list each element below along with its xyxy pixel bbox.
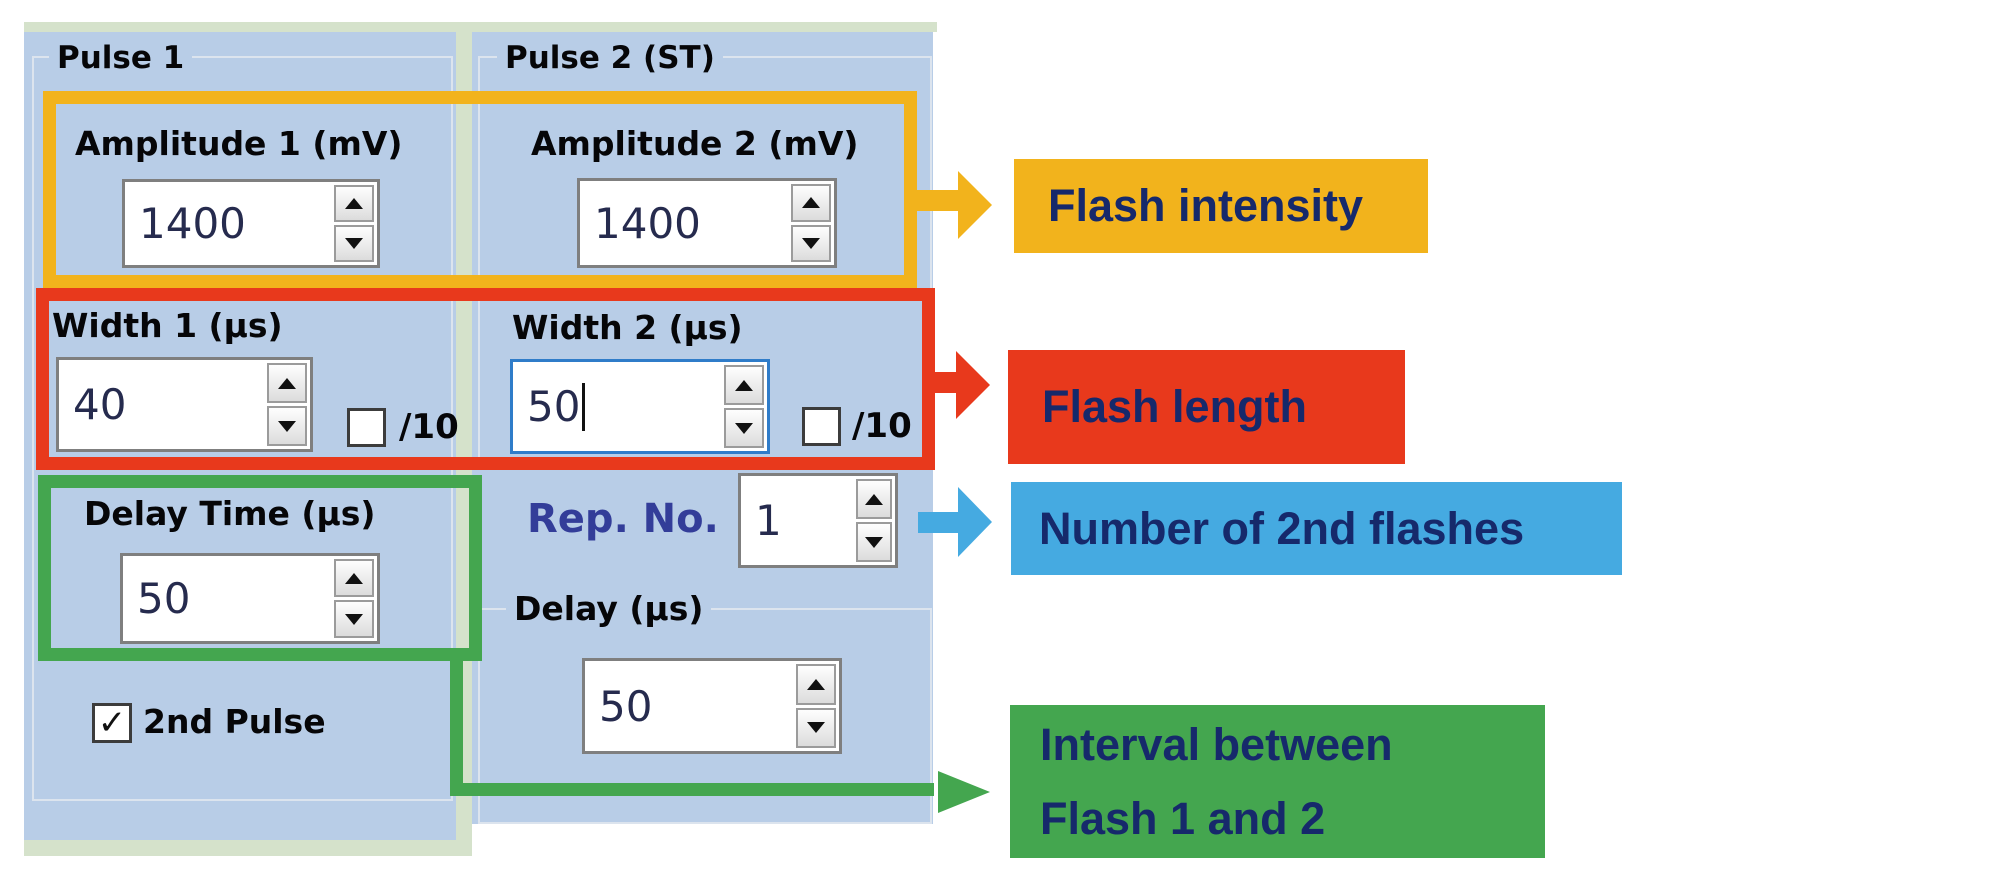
flash-length-arrowhead-icon — [956, 351, 990, 419]
width1-label: Width 1 (µs) — [52, 306, 283, 345]
spin-down-button[interactable] — [267, 406, 307, 446]
delay2-value[interactable]: 50 — [599, 681, 653, 731]
interval-connector-vertical — [450, 655, 463, 795]
div10-checkbox-pulse1[interactable] — [347, 408, 386, 447]
up-arrow-icon — [735, 379, 753, 391]
amplitude1-spinbox[interactable]: 1400 — [122, 179, 380, 268]
second-pulse-checkbox[interactable]: ✓ — [92, 703, 132, 743]
spin-up-button[interactable] — [334, 185, 374, 222]
pulse2-group-label: Pulse 2 (ST) — [497, 40, 723, 76]
width1-value[interactable]: 40 — [73, 380, 127, 429]
rep-no-spinner — [853, 476, 895, 565]
flash-intensity-arrowhead-icon — [958, 171, 992, 239]
rep-no-value[interactable]: 1 — [755, 496, 782, 545]
interval-text-line1: Interval between — [1040, 718, 1393, 770]
amplitude1-label: Amplitude 1 (mV) — [75, 124, 403, 163]
div10-label-pulse2: /10 — [852, 406, 912, 446]
delay-time-label: Delay Time (µs) — [84, 494, 376, 533]
delay2-spinner — [793, 661, 839, 751]
spin-up-button[interactable] — [267, 363, 307, 403]
width2-spinner — [721, 362, 767, 451]
width2-value[interactable]: 50 — [513, 362, 721, 451]
spin-up-button[interactable] — [334, 559, 374, 597]
pulse1-group-label: Pulse 1 — [49, 40, 193, 76]
flash-intensity-label: Flash intensity — [1014, 159, 1428, 253]
delay-time-spinner — [331, 556, 377, 641]
spin-down-button[interactable] — [796, 707, 836, 748]
down-arrow-icon — [345, 613, 363, 625]
up-arrow-icon — [345, 572, 363, 584]
pulse1-groupbox — [32, 56, 453, 801]
up-arrow-icon — [278, 377, 296, 389]
down-arrow-icon — [345, 238, 363, 249]
flash-length-label: Flash length — [1008, 350, 1405, 464]
width2-spinbox[interactable]: 50 — [510, 359, 770, 454]
flash-intensity-text: Flash intensity — [1048, 180, 1364, 231]
interval-text-line2: Flash 1 and 2 — [1040, 792, 1326, 844]
flash-length-arrow-stub — [933, 372, 960, 393]
flash-intensity-highlight-box — [43, 91, 917, 288]
spin-up-button[interactable] — [796, 664, 836, 705]
flash-length-text: Flash length — [1042, 381, 1308, 432]
number-of-2nd-flashes-text: Number of 2nd flashes — [1039, 502, 1525, 554]
div10-checkbox-pulse2[interactable] — [802, 407, 841, 446]
rep-no-arrow-stub — [918, 512, 962, 533]
amplitude2-value[interactable]: 1400 — [594, 198, 701, 248]
amplitude2-spinner — [788, 181, 834, 265]
div10-label-pulse1: /10 — [399, 407, 459, 447]
up-arrow-icon — [802, 197, 820, 209]
rep-no-label: Rep. No. — [527, 496, 719, 542]
down-arrow-icon — [735, 422, 753, 434]
spin-down-button[interactable] — [856, 522, 892, 562]
amplitude2-label: Amplitude 2 (mV) — [531, 124, 859, 163]
interval-arrowhead-icon — [938, 771, 990, 813]
down-arrow-icon — [865, 536, 883, 548]
interval-connector-horizontal — [450, 783, 934, 796]
delay-time-value[interactable]: 50 — [137, 574, 191, 623]
delay-group-label: Delay (µs) — [506, 589, 712, 628]
delay-time-spinbox[interactable]: 50 — [120, 553, 380, 644]
width1-spinner — [264, 360, 310, 449]
rep-no-spinbox[interactable]: 1 — [738, 473, 898, 568]
panel-backdrop-divider — [456, 22, 472, 840]
checkmark-icon: ✓ — [97, 703, 127, 743]
second-pulse-label: 2nd Pulse — [143, 702, 326, 741]
flash-intensity-arrow-stub — [916, 190, 960, 211]
width2-label: Width 2 (µs) — [512, 308, 743, 347]
amplitude1-value[interactable]: 1400 — [139, 199, 246, 248]
panel-backdrop-top — [24, 22, 937, 32]
spin-up-button[interactable] — [724, 365, 764, 405]
width1-spinbox[interactable]: 40 — [56, 357, 313, 452]
delay-time-highlight-box — [38, 475, 482, 661]
spin-down-button[interactable] — [724, 408, 764, 448]
down-arrow-icon — [278, 420, 296, 432]
amplitude2-spinbox[interactable]: 1400 — [577, 178, 837, 268]
spin-down-button[interactable] — [334, 225, 374, 262]
up-arrow-icon — [865, 493, 883, 505]
spin-down-button[interactable] — [791, 224, 831, 262]
up-arrow-icon — [345, 198, 363, 209]
spin-up-button[interactable] — [791, 184, 831, 222]
text-cursor — [582, 382, 586, 431]
spin-up-button[interactable] — [856, 479, 892, 519]
delay2-spinbox[interactable]: 50 — [582, 658, 842, 754]
amplitude1-spinner — [331, 182, 377, 265]
flash-length-highlight-box — [36, 288, 935, 470]
spin-down-button[interactable] — [334, 600, 374, 638]
interval-label: Interval between Flash 1 and 2 — [1010, 705, 1545, 858]
panel-backdrop-bottom — [24, 840, 472, 856]
number-of-2nd-flashes-label: Number of 2nd flashes — [1011, 482, 1622, 575]
down-arrow-icon — [807, 722, 825, 734]
up-arrow-icon — [807, 678, 825, 690]
rep-no-arrowhead-icon — [958, 487, 992, 557]
down-arrow-icon — [802, 237, 820, 249]
